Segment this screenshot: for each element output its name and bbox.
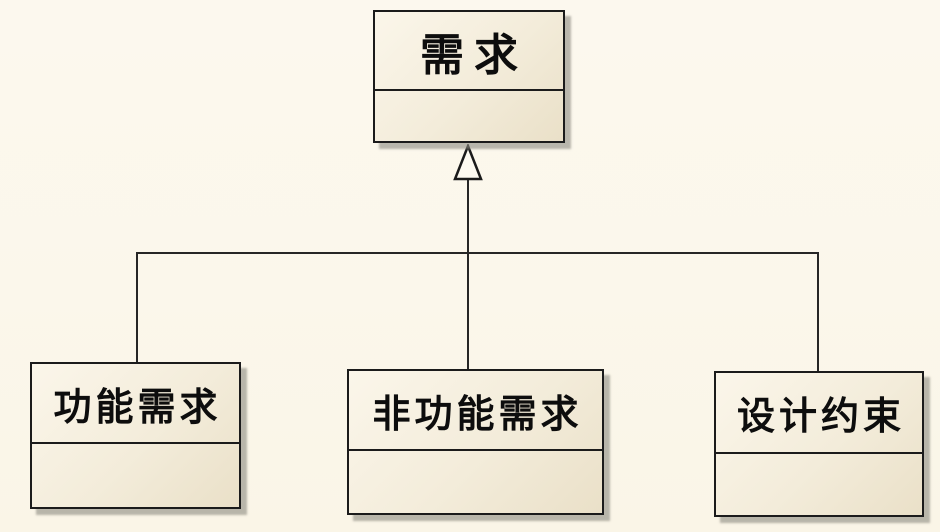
class-body-design-constraint	[716, 454, 922, 515]
edge-drop-constraint	[817, 252, 819, 371]
class-box-nonfunctional-requirement: 非功能需求	[347, 369, 604, 515]
class-body-functional-requirement	[32, 444, 239, 507]
class-name-requirement: 需求	[375, 12, 563, 91]
generalization-arrowhead-icon	[453, 144, 483, 181]
class-body-nonfunctional-requirement	[349, 451, 602, 513]
class-name-functional-requirement: 功能需求	[32, 364, 239, 444]
class-box-requirement: 需求	[373, 10, 565, 143]
class-box-design-constraint: 设计约束	[714, 371, 924, 517]
class-body-requirement	[375, 91, 563, 141]
edge-drop-functional	[136, 252, 138, 363]
class-name-design-constraint: 设计约束	[716, 373, 922, 454]
edge-trunk-vertical	[467, 180, 469, 370]
class-box-functional-requirement: 功能需求	[30, 362, 241, 509]
edge-bus-horizontal	[136, 252, 819, 254]
class-name-nonfunctional-requirement: 非功能需求	[349, 371, 602, 451]
